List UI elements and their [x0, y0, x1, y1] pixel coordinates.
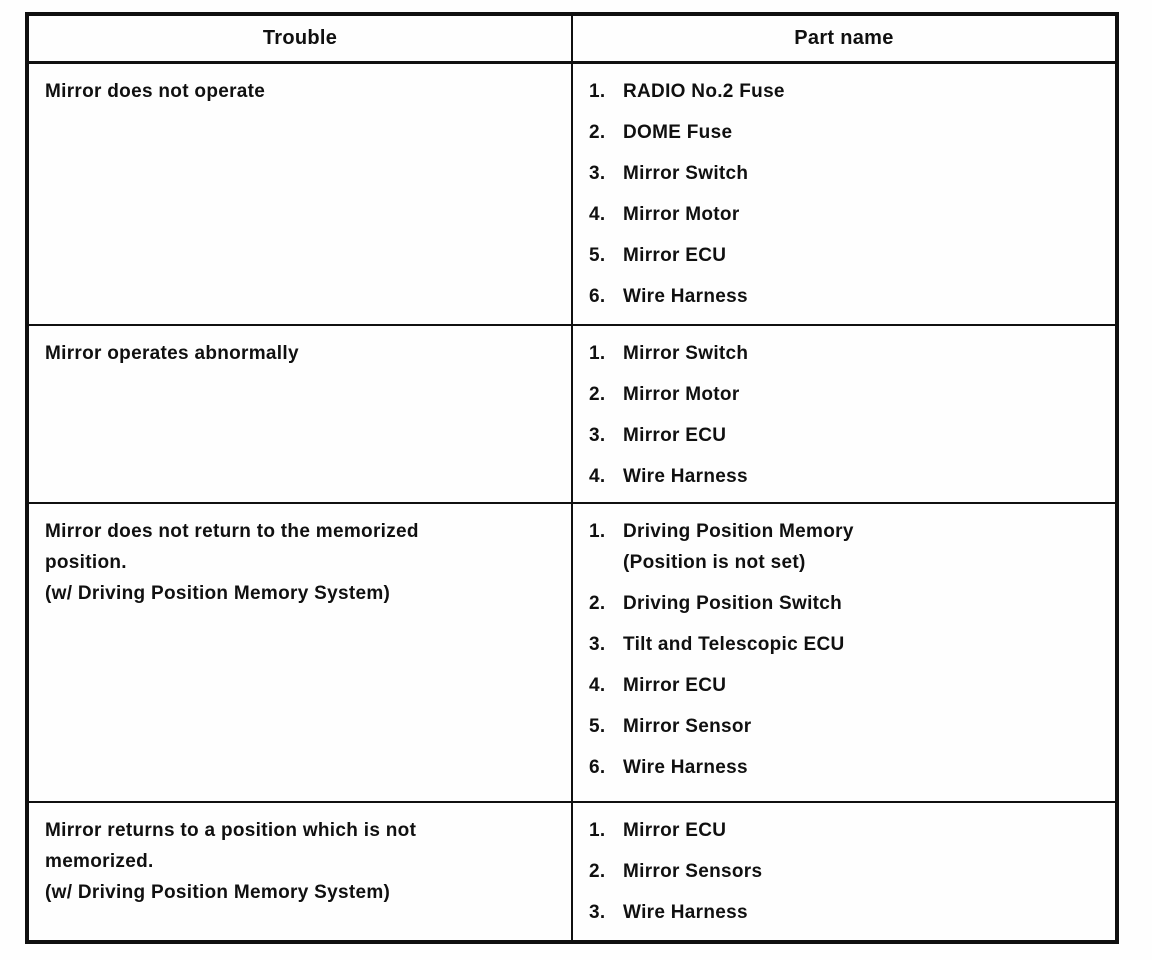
part-name: Mirror ECU	[623, 820, 727, 841]
part-name: Mirror Switch	[623, 343, 749, 364]
part-name: Wire Harness	[623, 757, 748, 778]
part-name: Mirror Sensor	[623, 716, 752, 737]
part-name: Mirror ECU	[623, 425, 727, 446]
part-item: 1. Mirror ECU	[589, 815, 1099, 846]
trouble-cell: Mirror does not operate	[26, 61, 573, 326]
part-name: RADIO No.2 Fuse	[623, 80, 785, 102]
part-number: 2.	[589, 861, 606, 882]
part-name: Wire Harness	[623, 285, 748, 307]
trouble-text-line: Mirror does not operate	[45, 80, 266, 102]
part-note: (Position is not set)	[623, 552, 806, 573]
trouble-text-line: (w/ Driving Position Memory System)	[45, 882, 391, 903]
part-number: 5.	[589, 716, 606, 737]
part-item: 2. Mirror Sensors	[589, 856, 1099, 887]
table-row: Mirror returns to a position which is no…	[26, 801, 1118, 943]
part-number: 6.	[589, 757, 606, 778]
part-item: 6. Wire Harness	[589, 752, 1099, 783]
part-name: Mirror Sensors	[623, 861, 763, 882]
part-item: 2. Driving Position Switch	[589, 588, 1099, 619]
part-item: 3. Mirror Switch	[589, 158, 1099, 189]
trouble-text-line: position.	[45, 552, 127, 573]
troubleshooting-table: Trouble Part name Mirror does not operat…	[25, 12, 1119, 944]
part-item: 2. DOME Fuse	[589, 117, 1099, 148]
table-row: Mirror does not operate 1. RADIO No.2 Fuse…	[26, 61, 1118, 326]
part-item: 3. Tilt and Telescopic ECU	[589, 629, 1099, 660]
part-number: 4.	[589, 466, 606, 487]
parts-cell: 1. RADIO No.2 Fuse 2. DOME Fuse 3. Mirror Swi…	[571, 61, 1118, 326]
part-number: 1.	[589, 343, 606, 364]
part-item: 2. Mirror Motor	[589, 379, 1099, 410]
trouble-text-line: Mirror does not return to the memorized	[45, 521, 419, 542]
part-name: Mirror Motor	[623, 203, 740, 225]
part-name: Mirror ECU	[623, 675, 727, 696]
part-number: 3.	[589, 902, 606, 923]
column-header-part-name: Part name	[571, 13, 1118, 64]
part-item: 4. Mirror Motor	[589, 199, 1099, 230]
trouble-text-line: Mirror returns to a position which is no…	[45, 820, 417, 841]
table-row: Mirror operates abnormally 1. Mirror Switc…	[26, 324, 1118, 504]
part-item: 1. Mirror Switch	[589, 338, 1099, 369]
trouble-text-line: memorized.	[45, 851, 154, 872]
trouble-cell: Mirror returns to a position which is no…	[26, 801, 573, 943]
part-item: 1. RADIO No.2 Fuse	[589, 76, 1099, 107]
part-number: 3.	[589, 634, 606, 655]
part-item: 3. Wire Harness	[589, 897, 1099, 928]
part-number: 4.	[589, 203, 606, 225]
part-item: 6. Wire Harness	[589, 281, 1099, 312]
part-number: 1.	[589, 80, 606, 102]
part-number: 3.	[589, 162, 606, 184]
part-item: 5. Mirror Sensor	[589, 711, 1099, 742]
parts-cell: 1. Mirror Switch 2. Mirror Motor 3. Mirror EC…	[571, 324, 1118, 504]
parts-cell: 1. Driving Position Memory (Position is no…	[571, 502, 1118, 803]
part-name: DOME Fuse	[623, 121, 733, 143]
column-header-trouble: Trouble	[26, 13, 573, 64]
part-name: Mirror Switch	[623, 162, 749, 184]
trouble-text-line: (w/ Driving Position Memory System)	[45, 583, 391, 604]
part-name: Driving Position Switch	[623, 593, 843, 614]
part-number: 3.	[589, 425, 606, 446]
part-number: 2.	[589, 593, 606, 614]
part-name: Mirror Motor	[623, 384, 740, 405]
part-number: 5.	[589, 244, 606, 266]
parts-cell: 1. Mirror ECU 2. Mirror Sensors 3. Wire Harne…	[571, 801, 1118, 943]
part-number: 2.	[589, 384, 606, 405]
part-name: Wire Harness	[623, 466, 748, 487]
part-number: 6.	[589, 285, 606, 307]
header-row: Trouble Part name	[26, 13, 1118, 64]
part-item: 4. Mirror ECU	[589, 670, 1099, 701]
part-number: 1.	[589, 521, 606, 542]
part-item: 4. Wire Harness	[589, 461, 1099, 492]
part-item: 5. Mirror ECU	[589, 240, 1099, 271]
trouble-text-line: Mirror operates abnormally	[45, 343, 299, 364]
part-number: 1.	[589, 820, 606, 841]
part-item: 3. Mirror ECU	[589, 420, 1099, 451]
part-name: Wire Harness	[623, 902, 748, 923]
trouble-cell: Mirror operates abnormally	[26, 324, 573, 504]
part-number: 2.	[589, 121, 606, 143]
table-row: Mirror does not return to the memorized p…	[26, 502, 1118, 803]
part-name: Tilt and Telescopic ECU	[623, 634, 845, 655]
part-item: 1. Driving Position Memory (Position is no…	[589, 516, 1099, 578]
trouble-cell: Mirror does not return to the memorized p…	[26, 502, 573, 803]
part-name: Driving Position Memory	[623, 521, 854, 542]
part-number: 4.	[589, 675, 606, 696]
part-name: Mirror ECU	[623, 244, 727, 266]
